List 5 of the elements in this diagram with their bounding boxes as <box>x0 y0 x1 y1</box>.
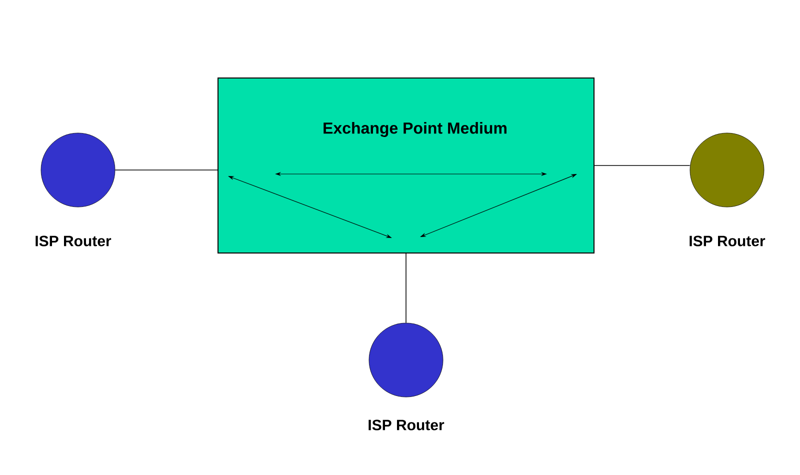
node-label: ISP Router <box>368 420 444 430</box>
node-label: ISP Router <box>690 236 766 246</box>
connector-line <box>594 165 690 166</box>
node-label: ISP Router <box>36 236 112 246</box>
process-box: Exchange Point Medium <box>218 78 594 254</box>
